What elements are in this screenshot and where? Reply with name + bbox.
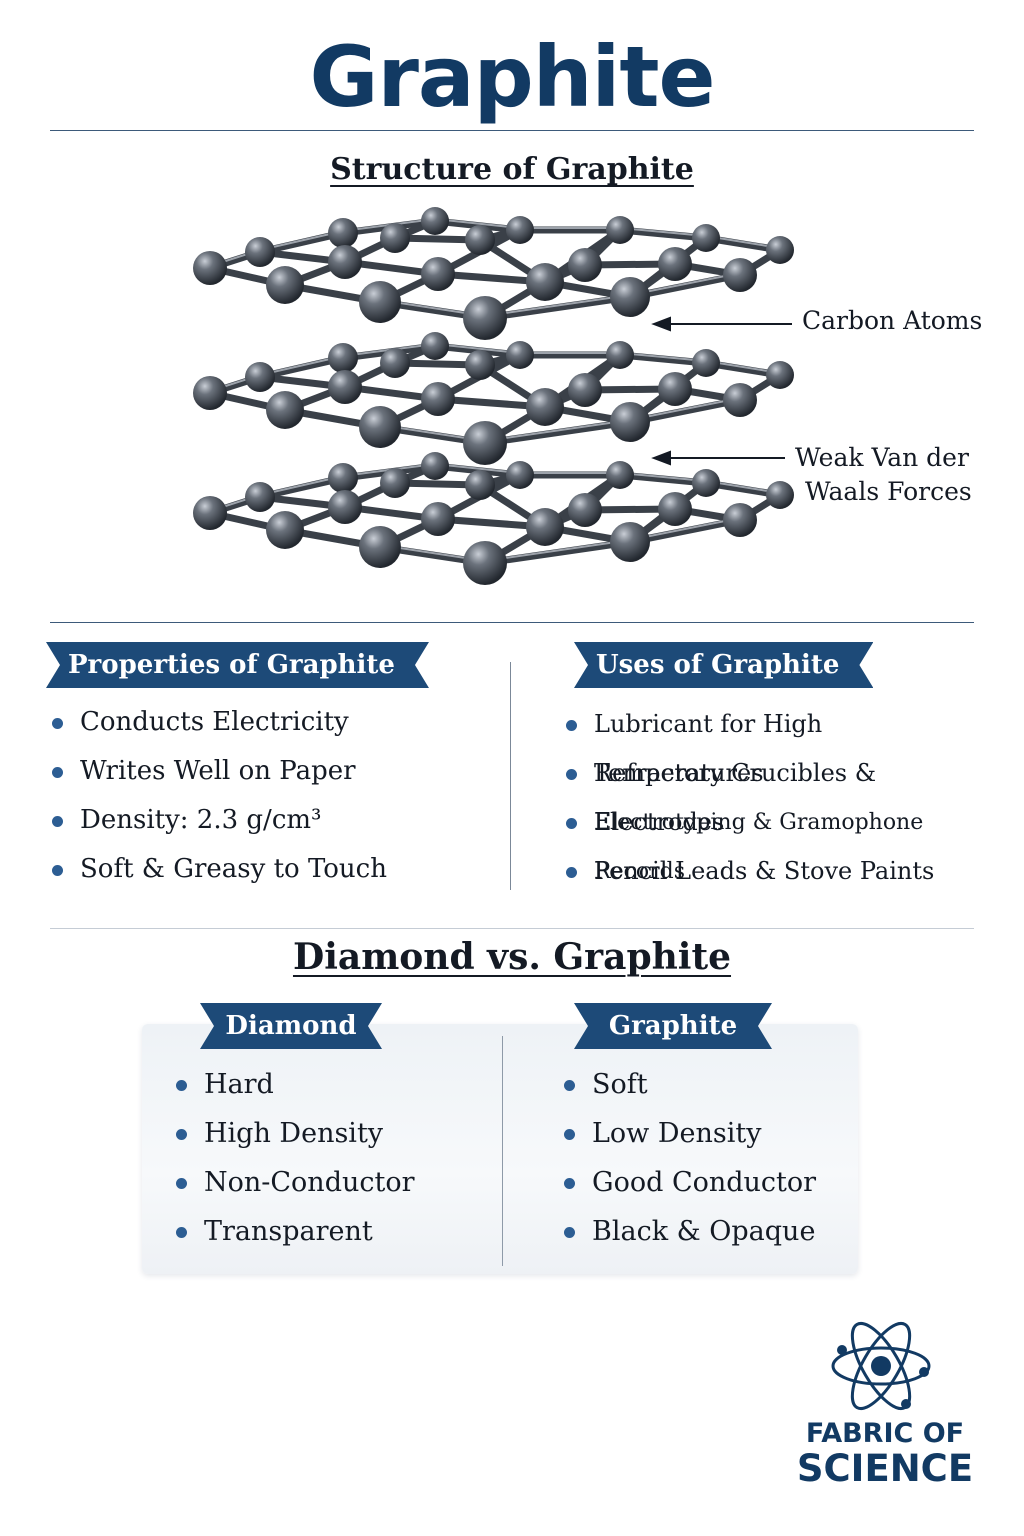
graphite-list: Soft Low Density Good Conductor Black & … xyxy=(564,1060,844,1256)
graphite-item: Low Density xyxy=(564,1109,844,1158)
column-divider xyxy=(510,662,511,890)
uses-list: Lubricant for High Temperatures Refracto… xyxy=(566,700,986,896)
arrow-carbon-atoms xyxy=(651,316,792,332)
structure-title: Structure of Graphite xyxy=(330,152,694,187)
label-carbon-atoms: Carbon Atoms xyxy=(802,306,983,335)
property-item: Writes Well on Paper xyxy=(52,747,472,796)
graphite-layer-bottom xyxy=(193,452,794,585)
diamond-banner: Diamond xyxy=(200,1003,382,1049)
graphite-structure-diagram xyxy=(180,200,820,620)
diamond-item: Non-Conductor xyxy=(176,1158,476,1207)
label-van-der-waals-line1: Weak Van der xyxy=(795,443,969,472)
atom-icon xyxy=(831,1321,931,1411)
structure-divider xyxy=(50,622,974,623)
comparison-panel xyxy=(142,1024,858,1274)
diamond-item: Transparent xyxy=(176,1207,476,1256)
use-item: Refractory Crucibles & Electrodes xyxy=(566,749,986,836)
use-item: Electrotyping & Gramophone Records xyxy=(566,798,986,884)
properties-list: Conducts Electricity Writes Well on Pape… xyxy=(52,698,472,894)
label-van-der-waals-line2: Waals Forces xyxy=(805,477,972,506)
graphite-layer-top xyxy=(193,207,794,340)
use-item: Pencil Leads & Stove Paints xyxy=(566,847,986,896)
brand-logo: FABRIC OF SCIENCE xyxy=(790,1418,980,1488)
property-item: Density: 2.3 g/cm³ xyxy=(52,796,472,845)
comparison-divider xyxy=(502,1036,503,1266)
graphite-item: Soft xyxy=(564,1060,844,1109)
use-item: Lubricant for High Temperatures xyxy=(566,700,986,787)
property-item: Conducts Electricity xyxy=(52,698,472,747)
graphite-layer-middle xyxy=(193,332,794,465)
logo-line2: SCIENCE xyxy=(796,1447,974,1490)
diamond-list: Hard High Density Non-Conductor Transpar… xyxy=(176,1060,476,1256)
graphite-item: Black & Opaque xyxy=(564,1207,844,1256)
properties-banner: Properties of Graphite xyxy=(46,642,429,688)
graphite-banner: Graphite xyxy=(574,1003,772,1049)
properties-divider xyxy=(50,928,974,929)
diamond-item: High Density xyxy=(176,1109,476,1158)
logo-line1: FABRIC OF xyxy=(805,1418,965,1449)
graphite-item: Good Conductor xyxy=(564,1158,844,1207)
page-title: Graphite xyxy=(309,28,716,126)
property-item: Soft & Greasy to Touch xyxy=(52,845,472,894)
arrow-van-der-waals xyxy=(651,450,785,466)
diamond-item: Hard xyxy=(176,1060,476,1109)
title-divider xyxy=(50,130,974,131)
uses-banner: Uses of Graphite xyxy=(574,642,873,688)
comparison-title: Diamond vs. Graphite xyxy=(292,936,732,978)
